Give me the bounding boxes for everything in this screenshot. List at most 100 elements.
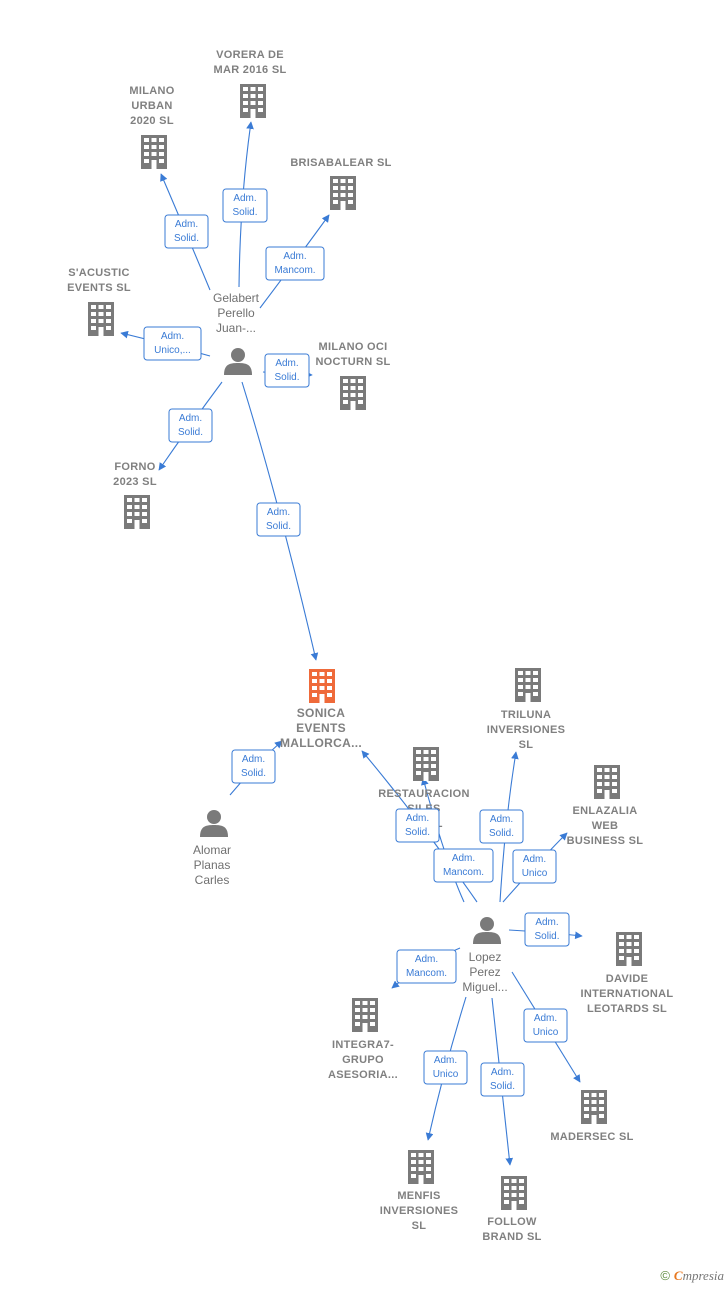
relation-label-lopez-restauracion[interactable]: Adm.Mancom. [433, 848, 494, 883]
company-name-line: MALLORCA... [280, 736, 362, 750]
relation-label-text: Adm. [161, 331, 184, 342]
relation-label-alomar-sonica[interactable]: Adm. Solid. [231, 749, 276, 784]
relation-label-box [396, 949, 457, 984]
relation-label-text: Mancom. [274, 265, 315, 276]
relation-label-text: Adm. [175, 219, 198, 230]
relation-label-lopez-triluna[interactable]: Adm.Solid. [479, 809, 524, 844]
relation-label-box [168, 408, 213, 443]
company-name-line: WEB [592, 820, 619, 832]
building-icon [352, 998, 378, 1032]
company-name-line: SL [519, 739, 534, 751]
copyright-symbol: © [660, 1268, 670, 1283]
relation-label-lopez-follow[interactable]: Adm.Solid. [480, 1062, 525, 1097]
relation-label-gelabert-brisabalear[interactable]: Adm.Mancom. [265, 246, 325, 281]
relation-label-text: Solid. [174, 233, 199, 244]
edges-layer [120, 121, 583, 1166]
company-name-line: NOCTURN SL [315, 356, 390, 368]
company-name-line: URBAN [131, 100, 172, 112]
relation-label-lopez-integra7[interactable]: Adm.Mancom. [396, 949, 457, 984]
relation-label-gelabert-forno[interactable]: Adm.Solid. [168, 408, 213, 443]
building-icon [340, 376, 366, 410]
building-icon [515, 668, 541, 702]
relation-labels-layer: Adm.Solid.Adm.Solid.Adm.Mancom.Adm.Unico… [143, 188, 570, 1097]
relation-label-box [164, 214, 209, 249]
building-icon [408, 1150, 434, 1184]
relation-label-gelabert-vorera[interactable]: Adm.Solid. [222, 188, 268, 223]
company-name-line: EVENTS SL [67, 282, 131, 294]
relation-label-text: Adm. [275, 358, 298, 369]
person-name-line: Planas [194, 858, 231, 872]
relation-label-text: Mancom. [406, 968, 447, 979]
building-icon [616, 932, 642, 966]
relation-label-text: Adm. [267, 507, 290, 518]
brand-name: mpresia [682, 1268, 724, 1283]
relation-label-text: Unico,... [154, 345, 191, 356]
relation-label-lopez-menfis[interactable]: Adm.Unico [423, 1050, 468, 1085]
relation-label-gelabert-milano_urban[interactable]: Adm. Solid. [164, 214, 209, 249]
relation-label-text: Solid. [489, 828, 514, 839]
relation-label-text: Unico [522, 868, 548, 879]
company-node-integra7[interactable]: INTEGRA7-GRUPOASESORIA... [328, 998, 398, 1081]
relation-label-box [433, 848, 494, 883]
company-name-line: FOLLOW [487, 1216, 537, 1228]
company-name-line: 2020 SL [130, 115, 174, 127]
person-node-lopez[interactable]: LopezPerezMiguel... [462, 917, 508, 994]
company-name-line: GRUPO [342, 1054, 384, 1066]
person-name-line: Gelabert [213, 291, 260, 305]
relation-label-text: Adm. [523, 854, 546, 865]
building-icon [88, 302, 114, 336]
relation-label-text: Solid. [274, 372, 299, 383]
company-name-line: RESTAURACION [378, 788, 469, 800]
building-icon [581, 1090, 607, 1124]
relation-label-text: Solid. [266, 521, 291, 532]
person-node-gelabert[interactable]: GelabertPerelloJuan-... [213, 291, 260, 375]
person-name-line: Lopez [469, 950, 502, 964]
relation-label-text: Solid. [241, 768, 266, 779]
relation-label-lopez-sonica[interactable]: Adm.Solid. [395, 808, 440, 843]
company-name-line: FORNO [114, 461, 155, 473]
building-icon [141, 135, 167, 169]
relation-label-box [264, 353, 310, 388]
company-name-line: VORERA DE [216, 49, 284, 61]
relation-label-box [524, 912, 570, 947]
relation-label-lopez-madersec[interactable]: Adm.Unico [523, 1008, 568, 1043]
company-name-line: INVERSIONES [380, 1205, 459, 1217]
company-name-line: SONICA [297, 706, 346, 720]
company-node-sonica[interactable]: SONICAEVENTSMALLORCA... [280, 669, 362, 750]
person-icon [200, 810, 228, 837]
relation-label-gelabert-milano_oci[interactable]: Adm. Solid. [264, 353, 310, 388]
company-name-line: INTEGRA7- [332, 1039, 394, 1051]
company-name-line: ENLAZALIA [572, 805, 637, 817]
relation-label-lopez-enlazalia[interactable]: Adm. Unico [512, 849, 557, 884]
building-icon [240, 84, 266, 118]
person-name-line: Alomar [193, 843, 231, 857]
company-name-line: MAR 2016 SL [214, 64, 287, 76]
relation-label-gelabert-sacustic[interactable]: Adm. Unico,... [143, 326, 202, 361]
person-name-line: Miguel... [462, 980, 507, 994]
main-company-building-icon [309, 669, 335, 703]
company-node-madersec[interactable]: MADERSEC SL [550, 1090, 633, 1143]
relation-label-lopez-davide[interactable]: Adm.Solid. [524, 912, 570, 947]
relation-label-text: Adm. [534, 1013, 557, 1024]
person-icon [224, 348, 252, 375]
company-node-brisabalear[interactable]: BRISABALEAR SL [290, 157, 391, 210]
relation-label-gelabert-sonica[interactable]: Adm. Solid. [256, 502, 301, 537]
relation-label-text: Adm. [179, 413, 202, 424]
person-name-line: Carles [195, 873, 230, 887]
relation-label-text: Solid. [405, 827, 430, 838]
company-name-line: LEOTARDS SL [587, 1003, 667, 1015]
company-node-vorera[interactable]: VORERA DE MAR 2016 SL [214, 49, 287, 118]
company-name-line: DAVIDE [606, 973, 649, 985]
relation-label-text: Adm. [242, 754, 265, 765]
building-icon [413, 747, 439, 781]
